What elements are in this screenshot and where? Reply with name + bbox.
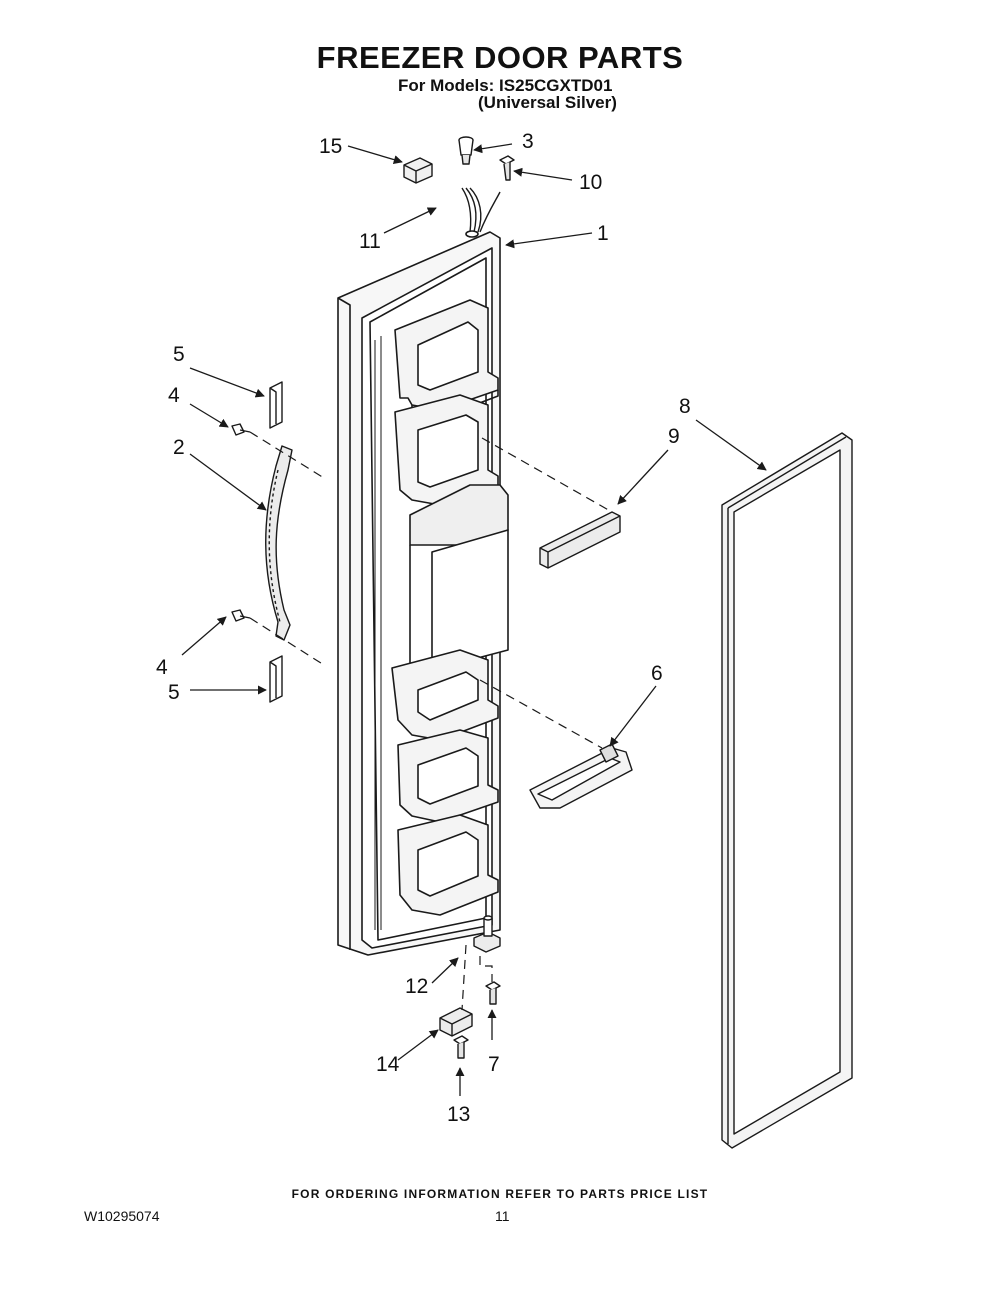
leader-arrows xyxy=(181,143,767,1096)
hinge-screw-part-7 xyxy=(485,981,501,1005)
finish-line: (Universal Silver) xyxy=(478,93,617,112)
plug-part xyxy=(458,136,474,165)
callout-11: 11 xyxy=(359,230,381,253)
handle-endcap-bottom xyxy=(269,655,283,703)
door-gasket-part xyxy=(721,432,853,1149)
wire-connector-part xyxy=(403,157,433,184)
callout-5-top: 5 xyxy=(173,343,185,366)
callout-12: 12 xyxy=(405,975,428,998)
screw-part-10 xyxy=(499,155,515,181)
callout-2: 2 xyxy=(173,436,185,459)
document-number: W10295074 xyxy=(84,1208,160,1224)
page-number: 11 xyxy=(495,1208,510,1224)
callout-5-bottom: 5 xyxy=(168,681,180,704)
callout-1: 1 xyxy=(597,222,609,245)
bracket-screw-part-13 xyxy=(453,1035,469,1059)
callout-10: 10 xyxy=(579,171,602,194)
handle-endcap-top xyxy=(269,381,283,429)
callout-7: 7 xyxy=(488,1053,500,1076)
handle-screw-bottom xyxy=(231,609,251,622)
door-handle-part xyxy=(265,445,293,641)
callout-4-top: 4 xyxy=(168,384,180,407)
hinge-bracket-part xyxy=(439,1007,473,1037)
callout-8: 8 xyxy=(679,395,691,418)
freezer-door xyxy=(337,187,509,956)
alignment-lines xyxy=(249,431,613,1011)
handle-screw-top xyxy=(231,423,251,436)
hinge-pin-part xyxy=(473,915,501,953)
callout-4-bottom: 4 xyxy=(156,656,168,679)
door-bin-part xyxy=(529,743,633,809)
callout-13: 13 xyxy=(447,1103,470,1126)
callout-9: 9 xyxy=(668,425,680,448)
page-title: FREEZER DOOR PARTS xyxy=(316,40,684,75)
callout-3: 3 xyxy=(522,130,534,153)
callout-15: 15 xyxy=(319,135,342,158)
callout-6: 6 xyxy=(651,662,663,685)
ordering-note: FOR ORDERING INFORMATION REFER TO PARTS … xyxy=(291,1187,709,1201)
dispenser-trim-part xyxy=(539,511,621,569)
callout-14: 14 xyxy=(376,1053,400,1076)
models-line: For Models: IS25CGXTD01 xyxy=(398,76,613,95)
